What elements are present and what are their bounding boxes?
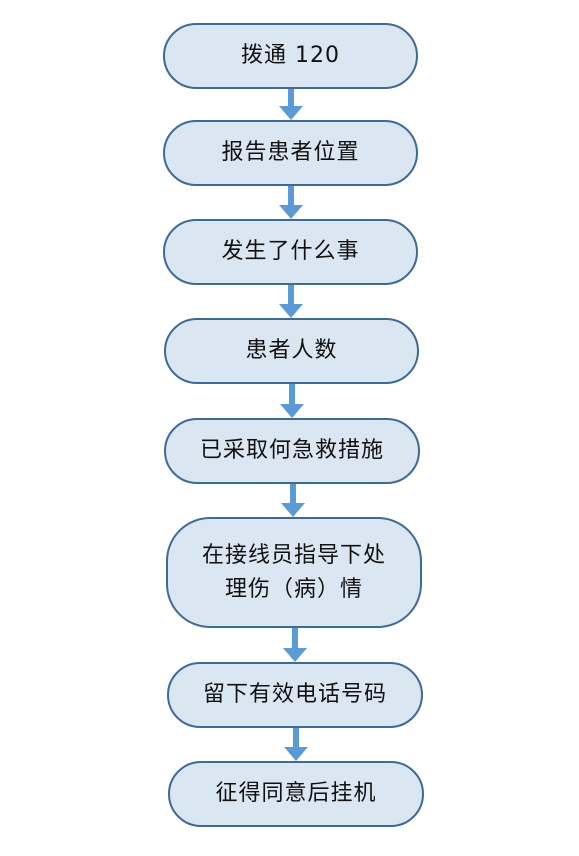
step-hang-up-with-consent: 征得同意后挂机	[168, 761, 424, 827]
flow-arrow	[279, 186, 303, 219]
step-label: 拨通 120	[241, 43, 340, 68]
step-label: 征得同意后挂机	[215, 781, 377, 806]
step-dial-120: 拨通 120	[163, 23, 418, 89]
flow-arrow	[280, 384, 304, 418]
step-report-location: 报告患者位置	[163, 120, 418, 186]
step-label: 已采取何急救措施	[199, 438, 384, 463]
step-what-happened: 发生了什么事	[163, 219, 418, 285]
step-label: 报告患者位置	[221, 140, 360, 165]
step-label: 留下有效电话号码	[202, 682, 387, 707]
flow-arrow	[281, 484, 305, 517]
step-first-aid-taken: 已采取何急救措施	[164, 418, 420, 484]
step-patient-count: 患者人数	[164, 318, 419, 384]
step-follow-operator-guidance: 在接线员指导下处 理伤（病）情	[166, 517, 422, 628]
flow-arrow	[283, 628, 307, 662]
step-leave-phone-number: 留下有效电话号码	[167, 662, 423, 728]
step-label: 在接线员指导下处 理伤（病）情	[201, 542, 386, 602]
flow-arrow	[284, 728, 308, 761]
step-label: 患者人数	[245, 338, 338, 363]
flow-arrow	[279, 89, 303, 120]
step-label: 发生了什么事	[221, 239, 360, 264]
flow-arrow	[279, 285, 303, 318]
